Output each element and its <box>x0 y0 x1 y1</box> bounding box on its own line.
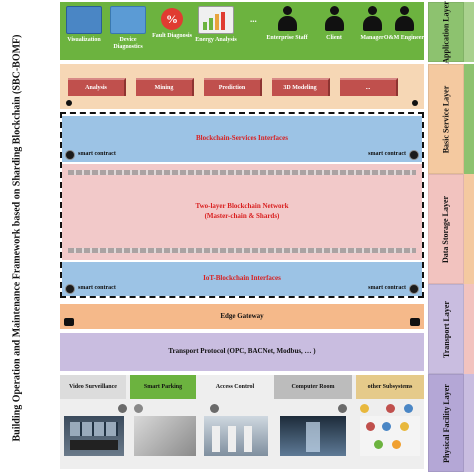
smart-contract-label: smart contract <box>78 151 116 157</box>
role-manager[interactable]: Manager <box>350 6 394 42</box>
framework-title-text: Building Operation and Maintenance Frame… <box>11 34 22 442</box>
router-icon <box>410 318 420 326</box>
service-analysis[interactable]: Analysis <box>68 78 126 96</box>
card-reader-icon <box>210 404 219 413</box>
data-storage-layer-label: Data Storage Layer <box>428 174 464 284</box>
app-fault-diagnosis[interactable]: % Fault Diagnosis <box>150 6 194 40</box>
fire-alarm-icon <box>366 422 375 431</box>
role-client[interactable]: Client <box>312 6 356 42</box>
alarm-icon <box>386 404 395 413</box>
smart-contract-label: smart contract <box>368 151 406 157</box>
thermometer-icon <box>404 404 413 413</box>
staff-icon <box>277 6 297 32</box>
fault-diagnosis-icon: % <box>161 8 183 30</box>
bulb-icon <box>400 422 409 431</box>
service-chain-left <box>66 100 72 106</box>
service-chain-right <box>412 100 418 106</box>
subsystem-computer-room[interactable]: Computer Room <box>274 375 352 399</box>
smart-contract-chip-icon <box>409 284 419 294</box>
smart-contract-chip-icon <box>65 150 75 160</box>
blockchain-services-interfaces: Blockchain-Services Interfaces smart con… <box>62 116 422 162</box>
subsystem-access-control[interactable]: Access Control <box>200 375 270 399</box>
app-ellipsis: ... <box>250 14 257 24</box>
smart-contract-chip-icon <box>65 284 75 294</box>
physical-layer-label: Physical Facility Layer <box>428 374 464 472</box>
other-subsystems-photo <box>360 416 420 456</box>
client-icon <box>324 6 344 32</box>
blockchain-dashed-border <box>60 112 424 298</box>
smart-contract-label: smart contract <box>78 285 116 291</box>
master-chain <box>68 248 416 253</box>
edge-gateway-band: Edge Gateway <box>60 304 424 329</box>
transport-layer-label: Transport Layer <box>428 284 464 374</box>
role-om-engineer[interactable]: O&M Engineer <box>382 6 426 42</box>
server-icon <box>338 404 347 413</box>
shard-chain <box>68 170 416 175</box>
video-surveillance-photo <box>64 416 124 456</box>
role-enterprise-staff[interactable]: Enterprise Staff <box>260 6 314 42</box>
engineer-icon <box>394 6 414 32</box>
subsystem-smart-parking[interactable]: Smart Parking <box>130 375 196 399</box>
transport-protocol-band: Transport Protocol (OPC, BACNet, Modbus,… <box>60 333 424 371</box>
energy-analysis-icon <box>198 6 234 34</box>
app-visualization[interactable]: Visualization <box>62 6 106 44</box>
subsystem-other[interactable]: other Subsystems <box>356 375 424 399</box>
camera-icon <box>118 404 127 413</box>
iot-blockchain-interfaces: IoT-Blockchain Interfaces smart contract… <box>62 262 422 296</box>
app-device-diagnostics[interactable]: Device Diagnostics <box>106 6 150 51</box>
visualization-icon <box>66 6 102 34</box>
application-layer-tail <box>464 2 474 62</box>
smart-parking-photo <box>134 416 196 456</box>
access-control-photo <box>204 416 268 456</box>
smart-contract-chip-icon <box>409 150 419 160</box>
data-storage-layer-tail <box>464 174 474 284</box>
lamp-icon <box>392 440 401 449</box>
application-band: Visualization Device Diagnostics % Fault… <box>60 2 424 60</box>
transport-protocol-label: Transport Protocol (OPC, BACNet, Modbus,… <box>168 347 316 355</box>
edge-gateway-label: Edge Gateway <box>220 312 264 320</box>
service-prediction[interactable]: Prediction <box>204 78 262 96</box>
subsystem-video-surveillance[interactable]: Video Surveillance <box>60 375 126 399</box>
camera-icon <box>134 404 143 413</box>
service-more[interactable]: ... <box>340 78 398 96</box>
framework-title: Building Operation and Maintenance Frame… <box>2 4 32 472</box>
router-icon <box>64 318 74 326</box>
basic-service-layer-tail <box>464 64 474 174</box>
physical-layer-tail <box>464 374 474 472</box>
basic-service-layer-label: Basic Service Layer <box>428 64 464 174</box>
elevator-icon <box>374 440 383 449</box>
manager-icon <box>362 6 382 32</box>
basic-service-band: Analysis Mining Prediction 3D Modeling .… <box>60 64 424 109</box>
application-layer-label: Application Layer <box>428 1 464 63</box>
service-mining[interactable]: Mining <box>136 78 194 96</box>
device-diagnostics-icon <box>110 6 146 34</box>
app-energy-analysis[interactable]: Energy Analysis <box>194 6 238 44</box>
computer-room-photo <box>280 416 346 456</box>
smart-contract-label: smart contract <box>368 285 406 291</box>
two-layer-blockchain-network: Two-layer Blockchain Network (Master-cha… <box>62 164 422 260</box>
service-3d-modeling[interactable]: 3D Modeling <box>272 78 330 96</box>
drop-icon <box>382 422 391 431</box>
sensor-icon <box>360 404 369 413</box>
transport-layer-tail <box>464 284 474 374</box>
